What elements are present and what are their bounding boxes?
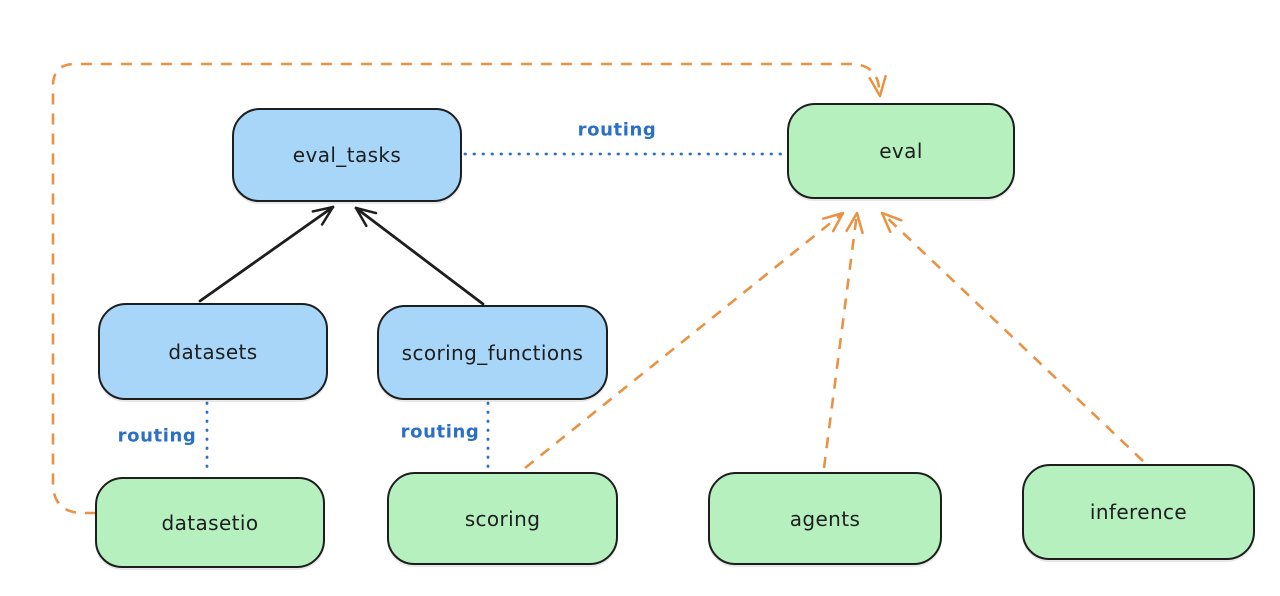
node-scoring-label: scoring	[464, 506, 541, 531]
edge-label-routing-datasets-datasetio: routing	[117, 425, 197, 447]
edge-inference-to-eval	[880, 211, 1144, 462]
node-datasetio: datasetio	[95, 477, 325, 568]
node-inference: inference	[1022, 464, 1255, 560]
edge-label-routing-eval-tasks-eval: routing	[577, 119, 657, 141]
node-datasets: datasets	[98, 303, 328, 400]
edge-datasets-to-eval-tasks	[198, 205, 335, 303]
node-agents: agents	[708, 472, 942, 565]
node-datasets-label: datasets	[168, 339, 258, 364]
node-eval-label: eval	[879, 139, 923, 163]
node-eval: eval	[787, 103, 1015, 199]
node-scoring-functions-label: scoring_functions	[401, 340, 584, 365]
node-eval-tasks: eval_tasks	[232, 108, 462, 202]
node-inference-label: inference	[1089, 500, 1188, 524]
node-scoring-functions: scoring_functions	[377, 305, 608, 400]
edge-label-routing-scoring-functions-scoring: routing	[400, 421, 480, 443]
node-eval-tasks-label: eval_tasks	[292, 143, 402, 167]
edge-scoring-functions-to-eval-tasks	[354, 206, 485, 306]
node-agents-label: agents	[789, 506, 861, 531]
node-datasetio-label: datasetio	[161, 510, 259, 535]
edge-agents-to-eval	[822, 211, 864, 469]
edge-scoring-to-eval	[524, 211, 845, 470]
node-scoring: scoring	[387, 472, 618, 565]
